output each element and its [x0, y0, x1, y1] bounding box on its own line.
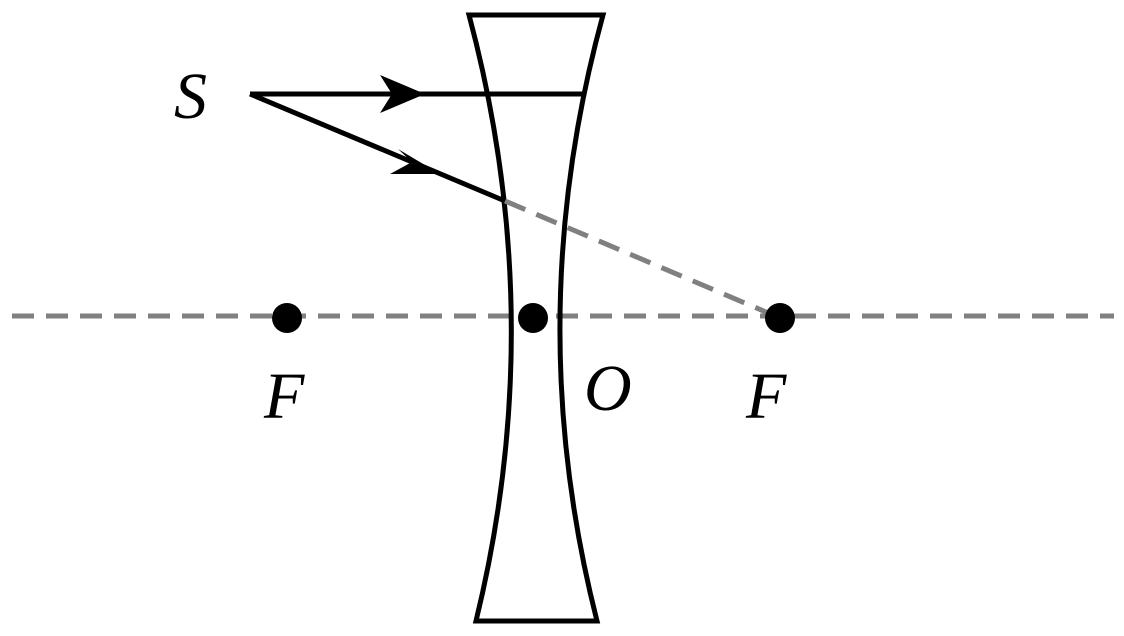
label-source: S	[174, 60, 207, 133]
focus-right-point	[765, 303, 795, 333]
focal-ray-arrowhead	[390, 149, 440, 174]
label-focus-left: F	[263, 360, 305, 433]
label-optical-center: O	[584, 352, 632, 425]
parallel-ray-arrowhead	[380, 75, 425, 113]
concave-lens	[465, 12, 607, 624]
focal-ray	[249, 91, 506, 204]
label-focus-right: F	[745, 360, 787, 433]
focal-ray-extension	[504, 198, 781, 321]
optical-center-point	[518, 303, 548, 333]
focus-left-point	[272, 303, 302, 333]
